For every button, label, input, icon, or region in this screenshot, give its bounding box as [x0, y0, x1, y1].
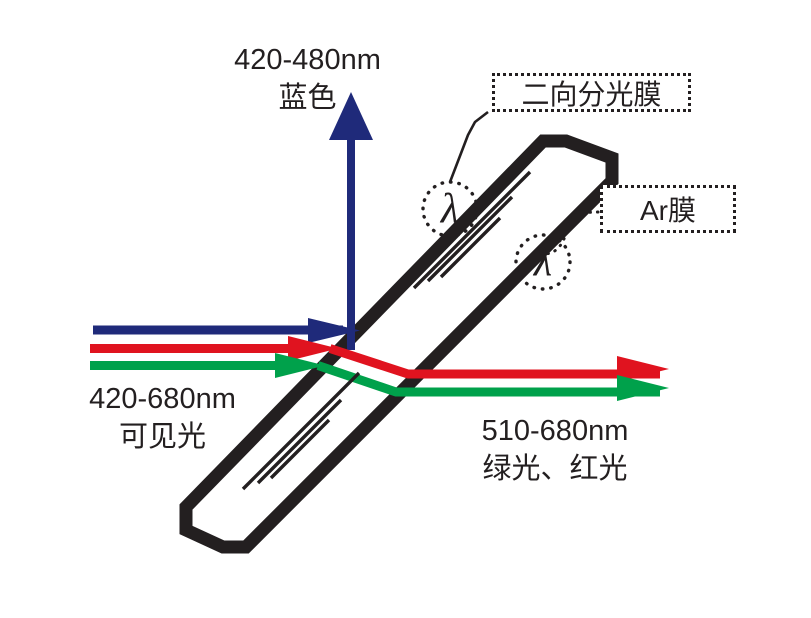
callout-ar-coating: Ar膜 [600, 185, 736, 233]
label-green-red-output-wavelength: 510-680nm [481, 415, 629, 447]
leader-ar-coating [536, 210, 600, 256]
label-visible-input-name: 可见光 [118, 420, 206, 453]
glass-hatch-upper [412, 170, 532, 290]
label-blue-output-wavelength: 420-480nm [234, 44, 381, 76]
callout-dichroic-film: 二向分光膜 [492, 73, 691, 112]
label-visible-input: 420-680nm 可见光 [60, 381, 265, 456]
label-green-red-output-name: 绿光、红光 [482, 452, 628, 485]
beam-green-input [90, 353, 325, 378]
label-visible-input-wavelength: 420-680nm [89, 383, 236, 415]
glass-outline [179, 134, 619, 554]
beam-red-transmitted [328, 344, 669, 382]
label-blue-output: 420-480nm 蓝色 [205, 42, 410, 117]
lambda-marker-ar: λ [514, 233, 572, 291]
glass-hatch-lower [241, 371, 361, 491]
beam-blue-input [93, 318, 360, 343]
label-blue-output-name: 蓝色 [278, 81, 337, 114]
beam-red-input [90, 336, 338, 361]
beam-green-transmitted [316, 361, 669, 401]
lambda-marker-dichroic: λ [421, 180, 479, 238]
lambda-glyph-ar: λ [532, 239, 552, 285]
beam-blue-reflected-up [329, 92, 373, 350]
leader-dichroic [448, 110, 489, 183]
lambda-glyph-dichroic: λ [439, 186, 459, 232]
callout-dichroic-film-text: 二向分光膜 [521, 78, 662, 110]
callout-ar-coating-text: Ar膜 [639, 195, 696, 226]
label-green-red-output: 510-680nm 绿光、红光 [440, 413, 670, 488]
